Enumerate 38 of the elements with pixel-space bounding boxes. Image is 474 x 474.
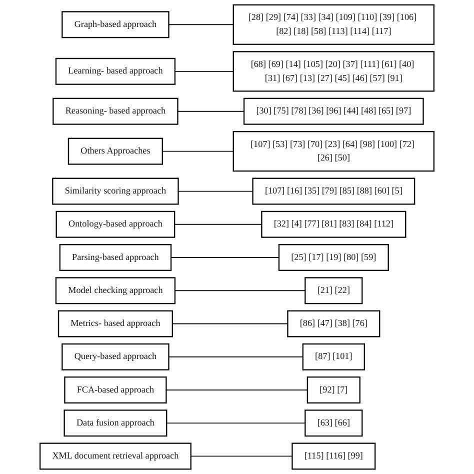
connector xyxy=(174,224,262,225)
node-box: Others Approaches xyxy=(68,138,164,165)
node-box: Metrics- based approach xyxy=(58,310,174,338)
node-box: [63] [66] xyxy=(304,410,363,437)
node-box: [86] [47] [38] [76] xyxy=(287,310,380,338)
connector xyxy=(177,110,244,112)
node-box: [107] [53] [73] [70] [23] [64] [98] [100] [72] [26] [50] xyxy=(232,130,435,172)
node-box: Query-based approach xyxy=(62,343,170,370)
node-box: Parsing-based approach xyxy=(59,244,172,272)
node-box: Reasoning- based approach xyxy=(52,98,178,125)
node-box: [87] [101] xyxy=(302,343,366,370)
node-box: Ontology-based approach xyxy=(56,210,176,238)
node-box: [21] [22] xyxy=(304,277,363,304)
node-box: FCA-based approach xyxy=(64,376,167,404)
connector xyxy=(168,24,234,26)
node-box: [68] [69] [14] [105] [20] [37] [111] [61] [40] [31] [67] [13] [27] [45] [46] [57] [91] xyxy=(232,51,435,92)
node-box: Model checking approach xyxy=(55,277,176,304)
connector xyxy=(170,257,280,258)
node-box: [115] [116] [99] xyxy=(292,442,376,470)
connector xyxy=(174,70,234,72)
node-box: [25] [17] [19] [80] [59] xyxy=(278,244,389,272)
node-box: XML document retrieval approach xyxy=(39,442,192,470)
connector xyxy=(190,456,293,457)
connector xyxy=(162,150,234,152)
node-box: [32] [4] [77] [81] [83] [84] [112] xyxy=(261,210,406,238)
connector xyxy=(174,290,306,292)
node-box: Graph-based approach xyxy=(62,11,170,38)
node-box: Data fusion approach xyxy=(64,410,168,437)
node-box: [30] [75] [78] [36] [96] [44] [48] [65] [97] xyxy=(243,98,424,125)
node-box: [92] [7] xyxy=(306,376,360,404)
connector xyxy=(172,323,288,324)
connector xyxy=(166,422,306,424)
node-box: [107] [16] [35] [79] [85] [88] [60] [5] xyxy=(252,178,416,205)
node-box: Learning- based approach xyxy=(55,58,176,85)
connector xyxy=(178,190,254,192)
connector xyxy=(168,356,304,358)
node-box: [28] [29] [74] [33] [34] [109] [110] [39] [106] [82] [18] [58] [113] [114] [117] xyxy=(232,4,435,45)
node-box: Similarity scoring approach xyxy=(52,178,179,205)
